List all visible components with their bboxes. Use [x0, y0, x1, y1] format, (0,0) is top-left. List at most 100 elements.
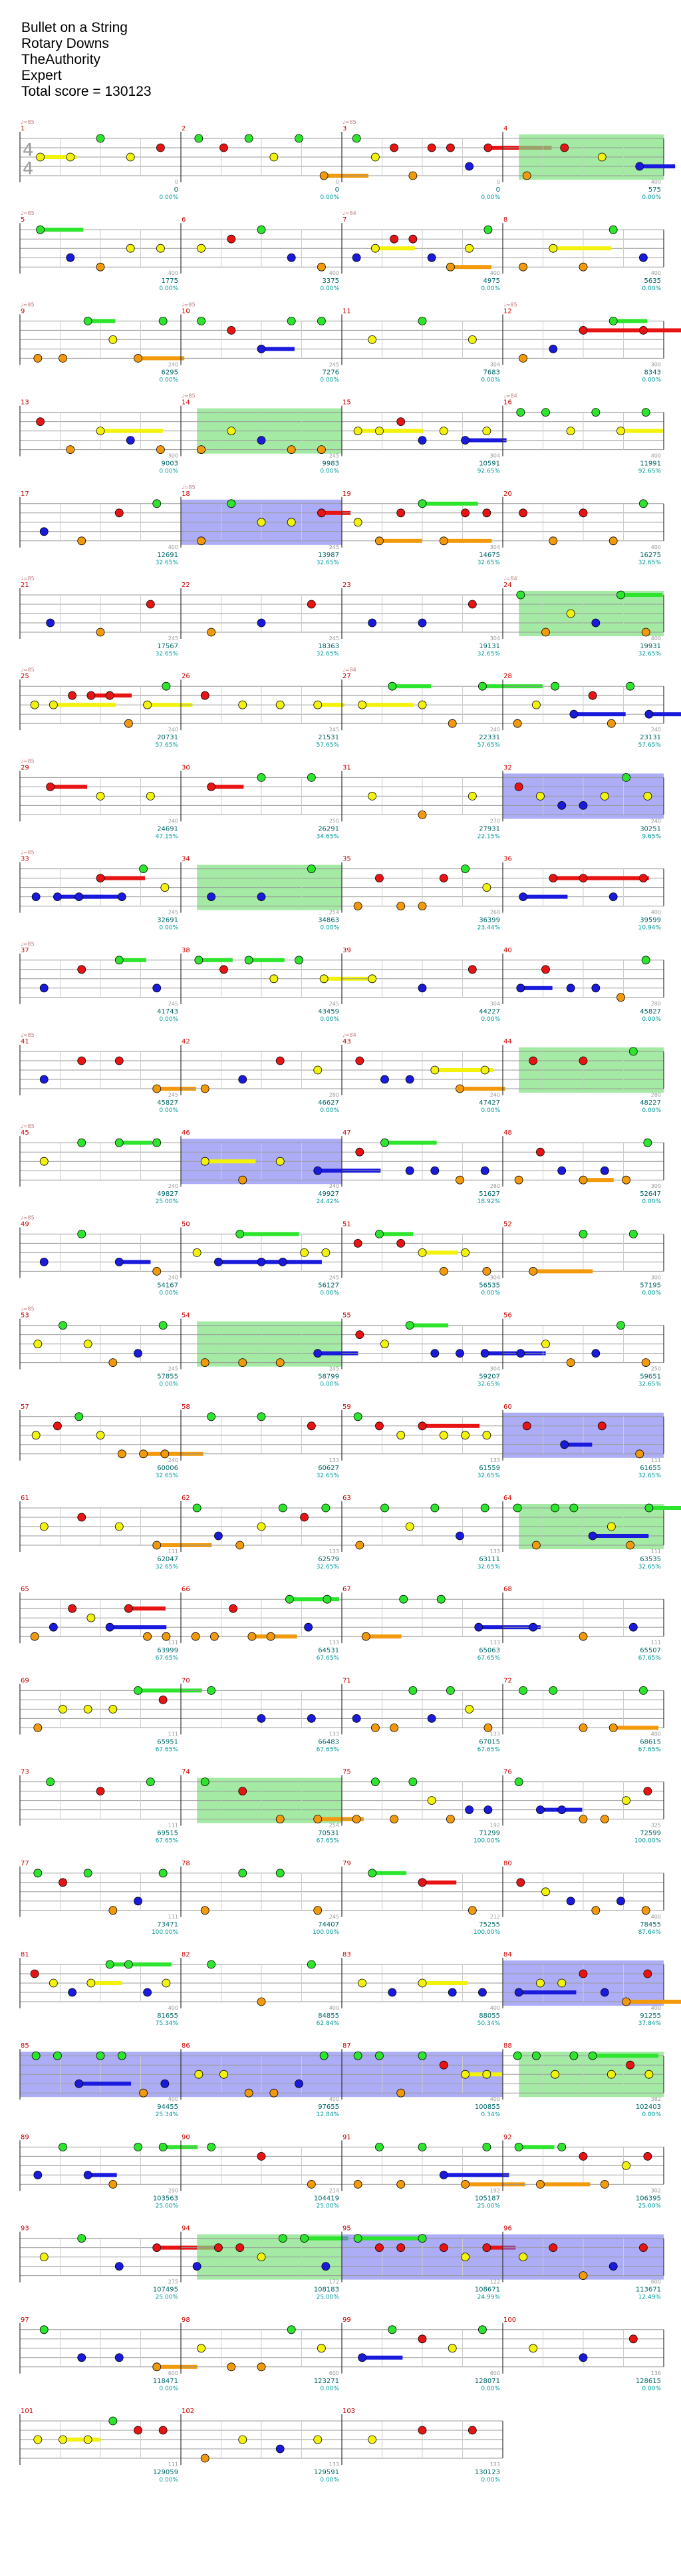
sustain-bar	[138, 1688, 202, 1693]
measure-percent: 0.00%	[642, 285, 661, 292]
measure-percent: 67.65%	[156, 1838, 179, 1845]
note	[307, 600, 316, 609]
measure-score: 26291	[318, 825, 339, 832]
note	[519, 508, 527, 518]
note	[77, 2353, 86, 2362]
measure-percent: 0.00%	[159, 468, 178, 475]
note	[468, 600, 477, 609]
note	[33, 1723, 43, 1732]
note	[59, 354, 67, 363]
measure-label: 400	[168, 2096, 178, 2102]
measure-number: 94	[182, 2225, 190, 2233]
note	[390, 234, 399, 244]
note	[257, 1258, 266, 1266]
note	[219, 2070, 228, 2079]
measure-label: 280	[490, 1183, 500, 1189]
note	[448, 2344, 457, 2353]
note	[358, 700, 366, 709]
measure-percent: 18.92%	[477, 1198, 501, 1205]
note	[194, 134, 204, 143]
note	[430, 1166, 440, 1175]
measure-label: 172	[329, 2279, 339, 2285]
note	[235, 1230, 245, 1238]
note	[197, 2344, 206, 2353]
note	[275, 2444, 285, 2454]
measure-label: 245	[168, 1001, 178, 1007]
note	[427, 253, 436, 262]
measure-percent: 0.00%	[159, 2477, 178, 2484]
note	[439, 2060, 448, 2070]
measure-percent: 67.65%	[638, 1655, 662, 1662]
note	[352, 1714, 361, 1723]
total-score: Total score = 130123	[21, 84, 152, 99]
measure-percent: 32.65%	[477, 1381, 501, 1388]
note	[418, 2142, 427, 2151]
note	[134, 354, 142, 363]
measure-score: 39599	[640, 917, 661, 924]
note	[124, 1960, 133, 1969]
measure-score: 34863	[318, 917, 339, 924]
note	[579, 1056, 588, 1065]
note	[639, 253, 648, 262]
note	[396, 417, 406, 426]
measure-percent: 0.00%	[481, 1290, 500, 1296]
measure-percent: 25.00%	[156, 2203, 179, 2209]
note	[569, 709, 579, 719]
measure-score: 61655	[640, 1465, 661, 1472]
measure-score: 129059	[153, 2469, 178, 2476]
measure-label: 133	[490, 2462, 500, 2468]
note	[643, 1787, 652, 1796]
note	[628, 1622, 638, 1632]
note	[405, 1321, 414, 1330]
note	[200, 1157, 209, 1166]
sustain-bar	[358, 2236, 424, 2241]
tempo-label: ♩=85	[182, 301, 196, 307]
note	[461, 1248, 470, 1257]
note	[418, 1878, 427, 1887]
note	[368, 2435, 377, 2444]
measure-label: 214	[329, 2187, 339, 2193]
measure-score: 128071	[475, 2378, 500, 2385]
measure-percent: 22.15%	[477, 833, 501, 840]
note	[353, 518, 362, 527]
measure-label: 192	[490, 2187, 500, 2193]
sustain-bar	[519, 1990, 577, 1994]
measure-number: 6	[182, 216, 186, 224]
measure-percent: 0.00%	[481, 2477, 500, 2484]
measure-number: 22	[182, 582, 190, 589]
note	[482, 1431, 491, 1440]
note	[152, 1541, 162, 1550]
measure-label: 400	[651, 1914, 661, 1920]
note	[370, 152, 380, 162]
note	[368, 618, 377, 628]
measure-number: 38	[182, 947, 190, 954]
note	[607, 2070, 616, 2079]
measure-number: 65	[21, 1586, 29, 1593]
note	[616, 993, 625, 1002]
measure-score: 78455	[640, 1921, 661, 1929]
note	[146, 792, 155, 801]
measure-number: 80	[503, 1860, 512, 1867]
measure-score: 32691	[157, 917, 178, 924]
note	[418, 700, 427, 709]
note	[36, 152, 45, 162]
note	[380, 1340, 389, 1348]
note	[269, 974, 279, 984]
measure-score: 0	[335, 186, 339, 194]
sustain-bar	[422, 1981, 468, 1985]
measure-label: 240	[168, 818, 178, 824]
measure-number: 99	[342, 2316, 351, 2324]
measure-score: 51627	[479, 1191, 500, 1198]
measure-score: 128615	[636, 2378, 661, 2385]
